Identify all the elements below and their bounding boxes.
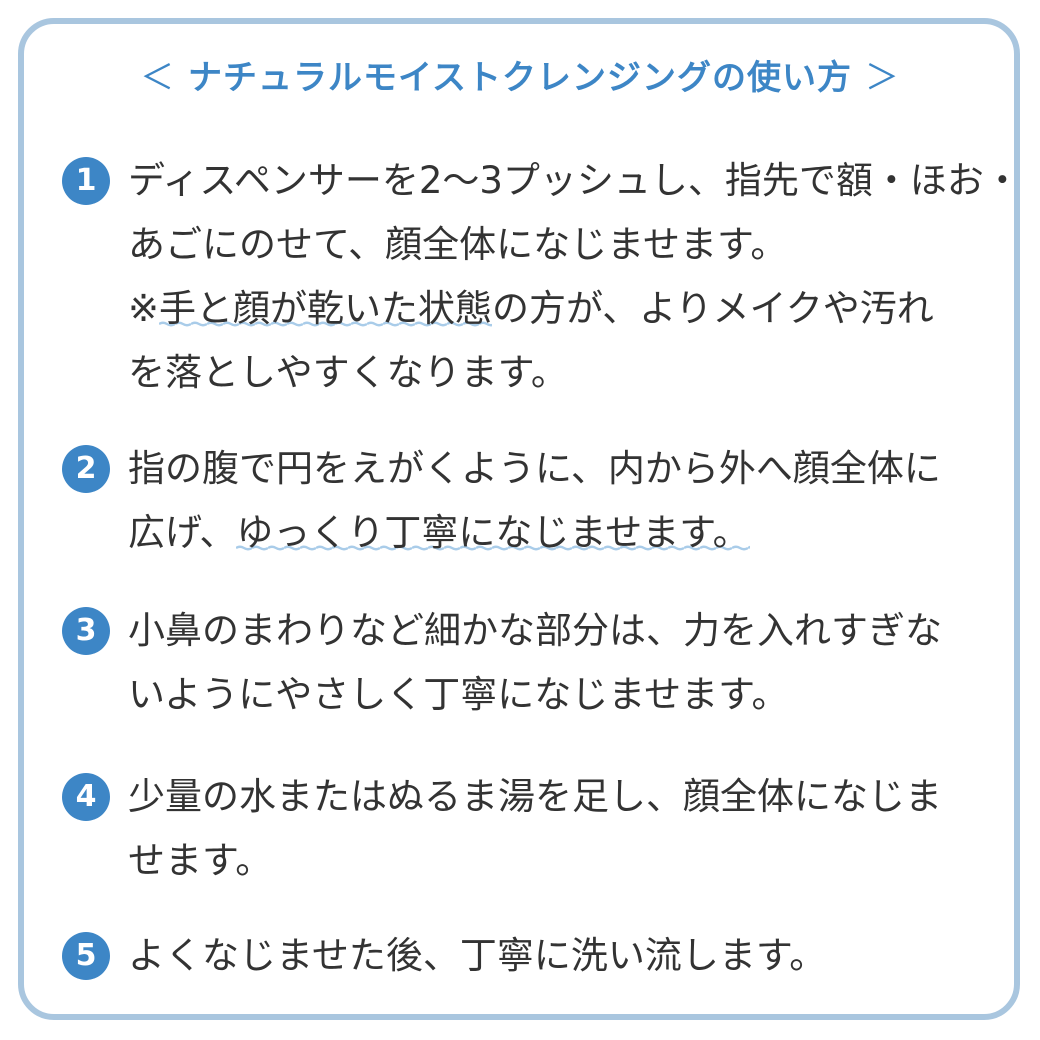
step-text-line: を落としやすくなります。 [128, 351, 568, 394]
title-open-bracket: ＜ [140, 58, 176, 98]
step-number-badge: 4 [62, 773, 110, 821]
underlined-text: ゆっくり丁寧になじませます。 [236, 511, 750, 556]
step-text-line: いようにやさしく丁寧になじませます。 [128, 673, 789, 716]
step-number-badge: 5 [62, 932, 110, 980]
title-text: ナチュラルモイストクレンジングの使い方 [188, 58, 852, 98]
step-number-badge: 1 [62, 157, 110, 205]
step-note-line: ※手と顔が乾いた状態の方が、よりメイクや汚れ [128, 278, 934, 340]
step-text-line: 広げ、ゆっくり丁寧になじませます。 [128, 502, 750, 564]
step-number-badge: 2 [62, 445, 110, 493]
step-text-line: よくなじませた後、丁寧に洗い流します。 [128, 934, 827, 977]
note-text: の方が、よりメイクや汚れ [492, 287, 934, 330]
step-text-line: 少量の水またはぬるま湯を足し、顔全体になじま [128, 775, 942, 818]
step-text-line: 小鼻のまわりなど細かな部分は、力を入れすぎな [128, 609, 942, 652]
step-number-badge: 3 [62, 607, 110, 655]
underlined-text: 手と顔が乾いた状態 [159, 287, 493, 332]
step-text-line: あごにのせて、顔全体になじませます。 [128, 223, 788, 266]
page-title: ＜ ナチュラルモイストクレンジングの使い方 ＞ [0, 50, 1040, 99]
note-mark: ※ [128, 287, 160, 330]
step-text-line: ディスペンサーを2〜3プッシュし、指先で額・ほお・ [128, 159, 1021, 202]
step-text-line: せます。 [128, 839, 273, 882]
title-close-bracket: ＞ [864, 58, 900, 98]
step-text-line: 指の腹で円をえがくように、内から外へ顔全体に [128, 447, 941, 490]
step-text: 広げ、 [128, 511, 237, 554]
